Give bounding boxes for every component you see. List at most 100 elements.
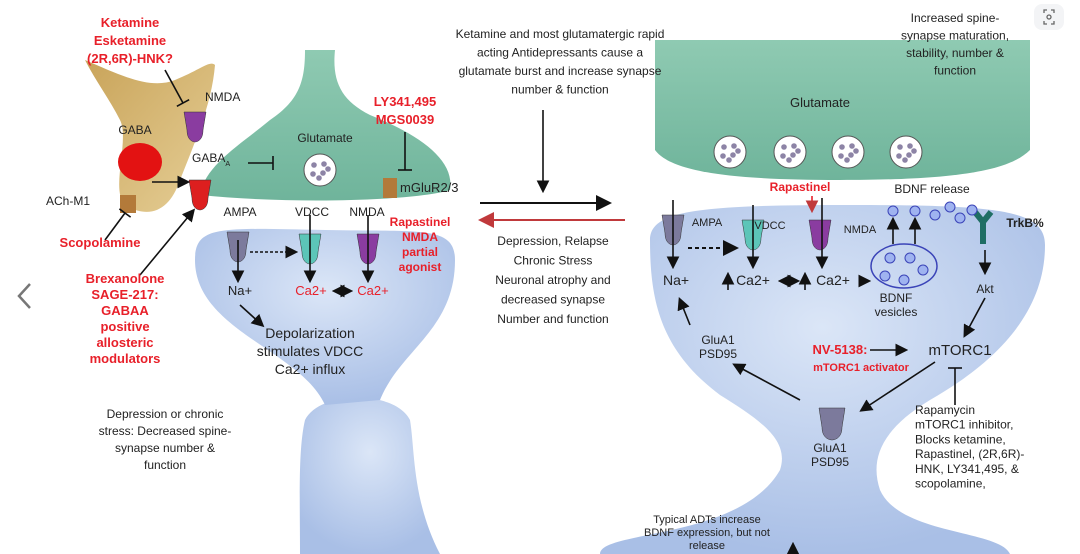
bdnf-molecule [884, 252, 896, 264]
label-ketamine-note: Ketamine and most glutamatergic rapid act… [456, 27, 665, 97]
label-line: GluA1 [813, 441, 847, 455]
arrow-psd95-to-na [677, 297, 691, 326]
previous-image-button[interactable] [10, 278, 40, 314]
arrow-mtorc1-to-glua1 [859, 361, 936, 412]
glutamate-molecule [791, 143, 797, 149]
trkb-receptor-icon [972, 210, 994, 244]
label-line: acting Antidepressants cause a [477, 46, 643, 60]
label-line: Ca2+ influx [275, 361, 345, 377]
label-vdcc-left: VDCC [295, 205, 329, 219]
label-line: mGluR2/3 [400, 180, 459, 195]
label-nv5138: NV-5138: [813, 342, 868, 357]
label-line: Ketamine and most glutamatergic rapid [456, 27, 665, 41]
label-line: Depression or chronic [107, 407, 224, 421]
label-line: Akt [976, 282, 994, 296]
label-line: Esketamine [94, 33, 166, 48]
label-line: NMDA [402, 230, 438, 244]
label-ampa-right: AMPA [692, 217, 723, 229]
bdnf-molecule [904, 252, 916, 264]
label-line: GABA [118, 123, 151, 137]
label-ca-right1: Ca2+ [736, 272, 770, 288]
label-line: Chronic Stress [514, 254, 593, 268]
label-gaba: GABA [118, 123, 151, 137]
label-na-left: Na+ [228, 283, 252, 298]
label-line: NMDA [205, 90, 240, 104]
gaba-a-receptor-icon [188, 179, 212, 211]
expand-button[interactable] [1034, 4, 1064, 30]
glutamate-vesicle [713, 135, 747, 169]
glutamate-molecule [735, 148, 741, 154]
label-line: BDNF [880, 291, 913, 305]
label-ca-left1: Ca2+ [295, 283, 326, 298]
label-nmda-right: NMDA [844, 224, 877, 236]
glutamate-molecule [795, 148, 801, 154]
label-line: AMPA [692, 217, 723, 229]
glutamate-molecule [911, 148, 917, 154]
label-line: Ketamine [101, 15, 160, 30]
bdnf-molecule [966, 204, 978, 216]
label-glutamate-right: Glutamate [790, 95, 850, 110]
glutamate-molecule [897, 144, 903, 150]
label-line: Rapastinel, (2R,6R)- [915, 447, 1024, 461]
glutamate-molecule [726, 157, 732, 163]
glutamate-molecule [721, 144, 727, 150]
glutamate-molecule [849, 143, 855, 149]
glua1-receptor-icon [818, 407, 846, 441]
bdnf-molecule [879, 270, 891, 282]
diagram-shapes [85, 40, 1045, 554]
glutamate-vesicle [889, 135, 923, 169]
inhibition-ketamine-nmda [164, 69, 184, 104]
glutamate-molecule [310, 171, 316, 177]
right-presynaptic-terminal [655, 40, 1030, 180]
label-na-right: Na+ [663, 272, 689, 288]
label-line: function [934, 64, 976, 78]
bdnf-molecule [944, 201, 956, 213]
glutamate-molecule [844, 157, 850, 163]
label-line: Na+ [228, 283, 252, 298]
label-line: Brexanolone [86, 271, 165, 286]
glutamate-molecule [325, 166, 331, 172]
label-gaba-a: GABAA [192, 151, 230, 168]
label-line: Ca2+ [295, 283, 326, 298]
inhibition-scopolamine-bar [118, 208, 132, 218]
label-line: Na+ [663, 272, 689, 288]
label-line: Rapastinel [770, 180, 831, 194]
label-line: allosteric [96, 335, 153, 350]
label-line: NV-5138: [813, 342, 868, 357]
label-line: GABAA [192, 151, 230, 168]
label-mtorc1: mTORC1 [928, 342, 991, 359]
gaba-vesicle [118, 143, 162, 181]
inhibition-scopolamine [104, 212, 126, 241]
nmda-receptor-icon [808, 219, 832, 251]
label-glutamate-left: Glutamate [297, 131, 353, 145]
label-line: TrkB% [1006, 216, 1044, 230]
label-line: modulators [90, 351, 161, 366]
label-ach-m1: ACh-M1 [46, 194, 90, 208]
label-line: release [689, 540, 725, 552]
label-line: HNK, LY341,495, & [915, 462, 1019, 476]
bdnf-molecule [954, 212, 966, 224]
label-scopolamine: Scopolamine [60, 235, 141, 250]
label-line: Depression, Relapse [497, 234, 609, 248]
glutamate-vesicle [831, 135, 865, 169]
mglur-receptor-icon [383, 178, 397, 198]
glutamate-vesicle [303, 153, 337, 187]
label-line: Typical ADTs increase [653, 514, 761, 526]
glutamate-molecule [321, 161, 327, 167]
label-line: Rapamycin [915, 403, 975, 417]
label-line: VDCC [754, 220, 785, 232]
left-spine-neck [299, 397, 440, 554]
label-line: GABAA [101, 303, 149, 318]
bdnf-molecule [929, 209, 941, 221]
glutamate-molecule [896, 153, 902, 159]
label-trkb: TrkB% [1006, 216, 1044, 230]
label-line: Number and function [497, 312, 608, 326]
label-ampa-left: AMPA [223, 205, 256, 219]
label-nv5138-desc: mTORC1 activator [813, 362, 909, 374]
